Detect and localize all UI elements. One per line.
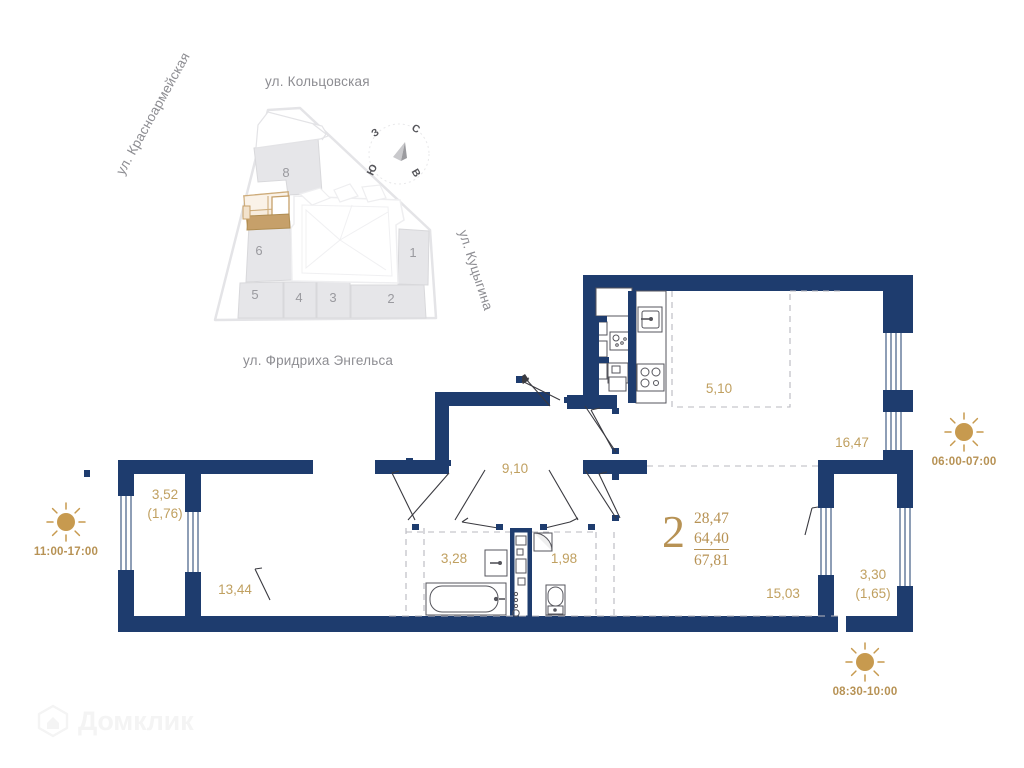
area-living-value: 28,47 bbox=[694, 510, 729, 527]
area-label-hall: 9,10 bbox=[501, 461, 529, 476]
site-building-label-2: 2 bbox=[387, 291, 394, 306]
site-building-label-4: 4 bbox=[295, 290, 302, 305]
sun-icon bbox=[845, 642, 885, 682]
kitchen-partition bbox=[590, 291, 636, 403]
site-plan-graphic: 8 6 5 4 3 2 1 bbox=[213, 106, 438, 322]
area-total-value: 64,40 bbox=[694, 529, 729, 547]
kitchen-fixtures bbox=[595, 287, 667, 404]
area-with-balcony-value: 67,81 bbox=[694, 548, 729, 571]
area-label-living: 16,47 bbox=[835, 435, 869, 450]
apartment-summary-badge: 2 28,47 64,40 67,81 bbox=[662, 505, 782, 577]
street-label-engelsa: ул. Фридриха Энгельса bbox=[243, 353, 394, 368]
domclick-watermark: Домклик bbox=[36, 704, 194, 738]
area-label-balcony-left: 3,52 (1,76) bbox=[147, 487, 183, 521]
site-building-label-3: 3 bbox=[329, 290, 336, 305]
sun-marker-right: 06:00-07:00 bbox=[904, 410, 1024, 468]
area-label-balcony-right: 3,30 (1,65) bbox=[855, 567, 891, 601]
watermark-text: Домклик bbox=[78, 705, 194, 736]
sun-icon bbox=[46, 502, 86, 542]
domclick-logo-icon bbox=[37, 704, 69, 738]
area-stack: 28,47 64,40 67,81 bbox=[694, 509, 729, 570]
bathroom-fixtures bbox=[425, 532, 566, 617]
area-label-bathroom: 3,28 bbox=[440, 551, 468, 566]
sun-time-right: 06:00-07:00 bbox=[931, 456, 997, 468]
area-label-bedroom-left: 13,44 bbox=[218, 582, 252, 597]
site-building-label-5: 5 bbox=[251, 287, 258, 302]
area-label-bedroom-right: 15,03 bbox=[766, 586, 800, 601]
compass-icon bbox=[368, 123, 430, 185]
rooms-count: 2 bbox=[662, 506, 685, 557]
site-building-label-8: 8 bbox=[282, 165, 289, 180]
sun-marker-bottom: 08:30-10:00 bbox=[805, 640, 925, 698]
street-label-koltsovskaya: ул. Кольцовская bbox=[265, 74, 370, 89]
site-building-label-6: 6 bbox=[255, 243, 262, 258]
site-building-label-1: 1 bbox=[409, 245, 416, 260]
sun-time-bottom: 08:30-10:00 bbox=[832, 686, 898, 698]
sun-icon bbox=[944, 412, 984, 452]
area-label-kitchen: 5,10 bbox=[705, 381, 733, 396]
area-label-wc: 1,98 bbox=[550, 551, 578, 566]
sun-time-left: 11:00-17:00 bbox=[33, 546, 99, 558]
site-plan: 8 6 5 4 3 2 1 bbox=[0, 0, 500, 400]
sun-marker-left: 11:00-17:00 bbox=[6, 500, 126, 558]
compass-rose: С З Ю В bbox=[362, 117, 436, 191]
